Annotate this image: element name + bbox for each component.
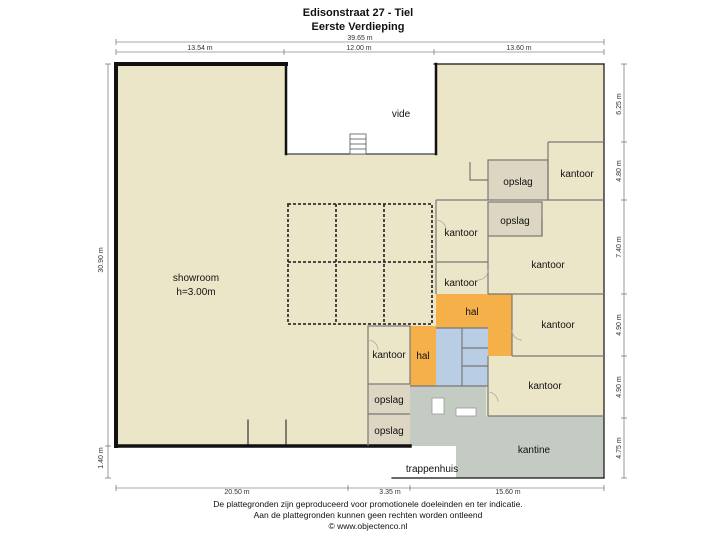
label-kantoor-c: kantoor bbox=[444, 278, 478, 289]
dim-right-4: 4.90 m bbox=[616, 314, 623, 336]
dim-bottom-left: 20.50 m bbox=[224, 489, 249, 496]
opslag-low1-area bbox=[368, 384, 410, 414]
right-dimensions bbox=[621, 63, 627, 479]
plan-title: Edisonstraat 27 - Tiel bbox=[303, 7, 413, 19]
label-hal-left: hal bbox=[416, 351, 429, 362]
hal-left-area bbox=[410, 326, 436, 386]
dim-top-right: 13.60 m bbox=[506, 45, 531, 52]
dim-left-main: 30.90 m bbox=[98, 247, 105, 272]
label-opslag-low2: opslag bbox=[374, 426, 403, 437]
showroom-area bbox=[116, 64, 286, 446]
dim-bottom-right: 15.60 m bbox=[495, 489, 520, 496]
dim-right-2: 4.80 m bbox=[616, 160, 623, 182]
label-kantoor-left: kantoor bbox=[372, 350, 406, 361]
walls bbox=[114, 62, 605, 479]
label-showroom-height: h=3.00m bbox=[176, 287, 215, 298]
hal-top-area bbox=[436, 294, 512, 356]
disclaimer-line3: © www.objectenco.nl bbox=[328, 521, 407, 531]
dim-top-mid: 12.00 m bbox=[346, 45, 371, 52]
interior-walls bbox=[367, 141, 604, 446]
dim-right-6: 4.75 m bbox=[616, 437, 623, 459]
label-kantoor-top-right: kantoor bbox=[560, 169, 594, 180]
dim-bottom-mid: 3.35 m bbox=[379, 489, 401, 496]
label-kantine: kantine bbox=[518, 445, 551, 456]
top-dimensions bbox=[115, 39, 605, 55]
disclaimer-line2: Aan de plattegronden kunnen geen rechten… bbox=[254, 510, 483, 520]
left-dimensions bbox=[105, 63, 111, 479]
label-kantoor-e: kantoor bbox=[528, 381, 562, 392]
label-hal-top: hal bbox=[465, 307, 478, 318]
label-showroom: showroom bbox=[173, 273, 219, 284]
canteen-furniture bbox=[431, 397, 477, 417]
dim-right-1: 6.25 m bbox=[616, 93, 623, 115]
trappenhuis-area bbox=[392, 446, 456, 478]
dim-top-left: 13.54 m bbox=[187, 45, 212, 52]
opslag-top-area bbox=[488, 160, 548, 200]
label-opslag-top: opslag bbox=[503, 177, 532, 188]
label-opslag-low1: opslag bbox=[374, 395, 403, 406]
dashed-grid bbox=[287, 203, 433, 325]
opslag-mid-area bbox=[488, 202, 542, 236]
label-trappenhuis: trappenhuis bbox=[406, 464, 458, 475]
stairs bbox=[349, 133, 367, 155]
label-vide: vide bbox=[392, 109, 411, 120]
label-kantoor-b: kantoor bbox=[531, 260, 565, 271]
label-opslag-mid: opslag bbox=[500, 216, 529, 227]
disclaimer-line1: De plattegronden zijn geproduceerd voor … bbox=[213, 499, 523, 509]
dim-right-3: 7.40 m bbox=[616, 236, 623, 258]
door-markers bbox=[367, 219, 523, 403]
dim-left-small: 1.40 m bbox=[98, 447, 105, 469]
dim-right-5: 4.90 m bbox=[616, 376, 623, 398]
label-kantoor-a: kantoor bbox=[444, 228, 478, 239]
dim-top-total: 39.65 m bbox=[347, 35, 372, 42]
opslag-low2-area bbox=[368, 414, 410, 446]
floor-areas bbox=[116, 64, 604, 478]
bottom-dimensions bbox=[115, 485, 605, 491]
label-kantoor-d: kantoor bbox=[541, 320, 575, 331]
plan-subtitle: Eerste Verdieping bbox=[312, 21, 405, 33]
